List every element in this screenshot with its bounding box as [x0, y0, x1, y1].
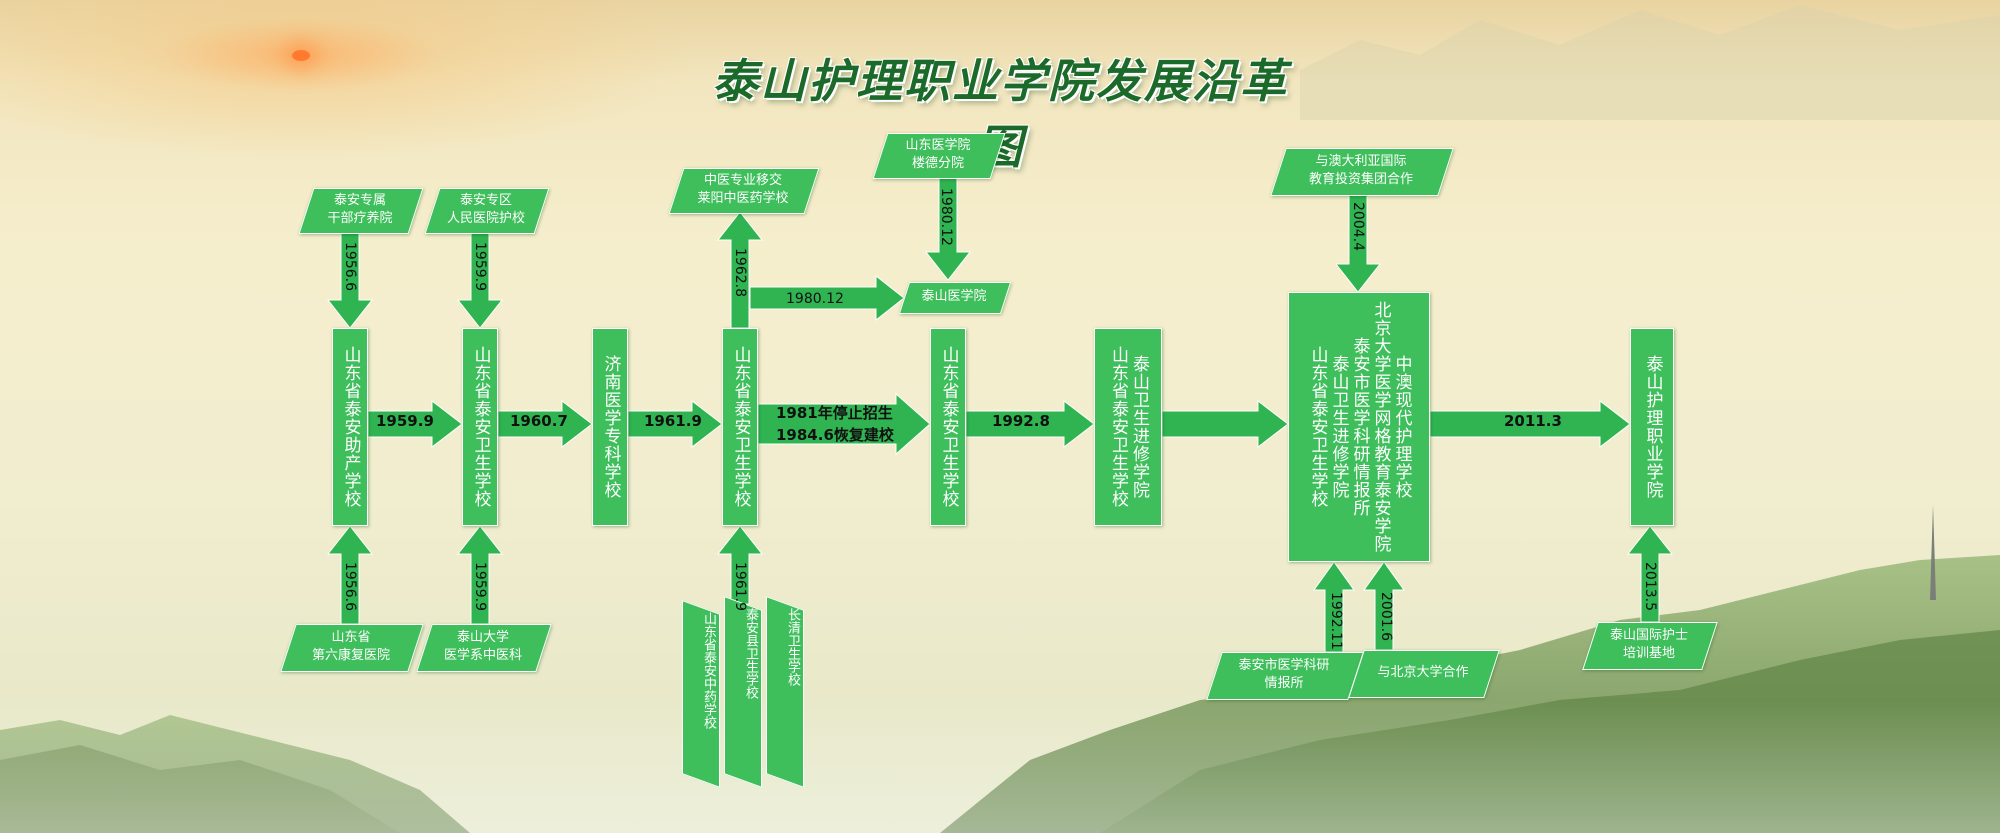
main-box-4: 山东省泰安卫生学校 — [722, 328, 758, 526]
arrow-t2 — [456, 231, 504, 329]
arrow-u3 — [716, 525, 764, 605]
arrow-u2 — [456, 525, 504, 625]
side-box-s2: 泰安专区 人民医院护校 — [424, 188, 550, 234]
fog — [0, 700, 2000, 833]
arrow-label-a4a: 1981年停止招生 — [776, 404, 893, 422]
arrow-t1 — [326, 231, 374, 329]
arrow-label-t5: 2004.4 — [1350, 202, 1366, 251]
bottom-box-v3: 长清卫生学校 — [766, 596, 804, 788]
arrow-a4 — [757, 392, 931, 456]
arrow-a1 — [367, 399, 463, 449]
main-box-3-line-1: 济南医学专科学校 — [600, 355, 621, 499]
arrow-label-u6: 2013.5 — [1642, 562, 1658, 611]
main-box-1: 山东省泰安助产学校 — [332, 328, 368, 526]
main-box-8: 泰山护理职业学院 — [1630, 328, 1674, 526]
main-box-7-line-2: 北京大学医学网格教育泰安学院 — [1370, 301, 1391, 553]
arrow-u6 — [1626, 525, 1674, 623]
side-box-s6: 与澳大利亚国际 教育投资集团合作 — [1270, 148, 1454, 196]
arrow-label-a7: 2011.3 — [1504, 412, 1562, 430]
main-box-7-line-5: 山东省泰安卫生学校 — [1307, 346, 1328, 508]
arrow-label-u3: 1961.9 — [732, 562, 748, 611]
arrow-label-u5: 2001.6 — [1378, 592, 1394, 641]
bottom-box-v2: 泰安县卫生学校 — [724, 596, 762, 788]
arrow-u5 — [1363, 561, 1405, 651]
arrow-u1 — [326, 525, 374, 625]
side-box-s9: 泰安市医学科研 情报所 — [1206, 652, 1364, 700]
arrow-label-a2: 1960.7 — [510, 412, 568, 430]
side-box-s8: 泰山大学 医学系中医科 — [416, 624, 552, 672]
arrow-t3 — [716, 211, 764, 329]
arrow-label-a4b: 1984.6恢复建校 — [776, 426, 894, 444]
side-box-s5: 泰山医学院 — [898, 282, 1012, 314]
side-box-s7: 山东省 第六康复医院 — [280, 624, 424, 672]
main-box-3: 济南医学专科学校 — [592, 328, 628, 526]
arrow-label-a5: 1992.8 — [992, 412, 1050, 430]
arrow-label-u2: 1959.9 — [472, 562, 488, 611]
main-box-6-line-1: 泰山卫生进修学院 — [1129, 355, 1149, 499]
distant-mountains — [1300, 5, 2000, 120]
arrow-label-a1: 1959.9 — [376, 412, 434, 430]
main-box-6: 泰山卫生进修学院山东省泰安卫生学校 — [1094, 328, 1162, 526]
side-box-s10: 与北京大学合作 — [1348, 650, 1500, 698]
arrow-label-u4: 1992.11 — [1328, 592, 1344, 650]
arrow-a2 — [497, 399, 593, 449]
side-box-s3: 中医专业移交 莱阳中医药学校 — [668, 168, 820, 214]
arrow-label-a8: 1980.12 — [786, 291, 844, 307]
main-box-7-line-3: 泰安市医学科研情报所 — [1349, 337, 1370, 517]
main-box-7-line-1: 中澳现代护理学校 — [1391, 355, 1412, 499]
main-box-4-line-1: 山东省泰安卫生学校 — [730, 346, 751, 508]
arrow-label-t4: 1980.12 — [938, 188, 954, 246]
arrow-label-t2: 1959.9 — [472, 242, 488, 291]
arrow-label-u1: 1956.6 — [342, 562, 358, 611]
arrow-u4 — [1313, 561, 1355, 653]
arrow-a7 — [1429, 399, 1631, 449]
arrow-t5 — [1334, 193, 1382, 293]
arrow-a6 — [1161, 399, 1289, 449]
side-box-s4: 山东医学院 楼德分院 — [872, 133, 1006, 179]
main-box-5-line-1: 山东省泰安卫生学校 — [938, 346, 959, 508]
side-box-s1: 泰安专属 干部疗养院 — [298, 188, 424, 234]
main-box-5: 山东省泰安卫生学校 — [930, 328, 966, 526]
bottom-box-v1: 山东省泰安中药学校 — [682, 600, 720, 788]
arrow-a8 — [749, 274, 905, 322]
page-title: 泰山护理职业学院发展沿革图 — [712, 54, 1288, 174]
main-box-7: 中澳现代护理学校北京大学医学网格教育泰安学院泰安市医学科研情报所泰山卫生进修学院… — [1288, 292, 1430, 562]
main-box-7-line-4: 泰山卫生进修学院 — [1328, 355, 1349, 499]
main-box-8-line-1: 泰山护理职业学院 — [1642, 355, 1663, 499]
arrows-layer — [326, 176, 1674, 653]
main-box-2-line-1: 山东省泰安卫生学校 — [470, 346, 491, 508]
arrow-t4 — [924, 176, 972, 281]
arrow-label-t1: 1956.6 — [342, 242, 358, 291]
arrow-label-t3: 1962.8 — [732, 248, 748, 297]
main-box-6-line-2: 山东省泰安卫生学校 — [1108, 346, 1128, 508]
main-box-2: 山东省泰安卫生学校 — [462, 328, 498, 526]
sun — [292, 50, 310, 61]
sky-glow — [0, 0, 700, 160]
arrow-label-a3: 1961.9 — [644, 412, 702, 430]
arrow-a5 — [965, 399, 1095, 449]
side-box-s11: 泰山国际护士 培训基地 — [1582, 622, 1718, 670]
arrow-a3 — [627, 399, 723, 449]
tv-tower — [1930, 505, 1936, 600]
main-box-1-line-1: 山东省泰安助产学校 — [340, 346, 361, 508]
